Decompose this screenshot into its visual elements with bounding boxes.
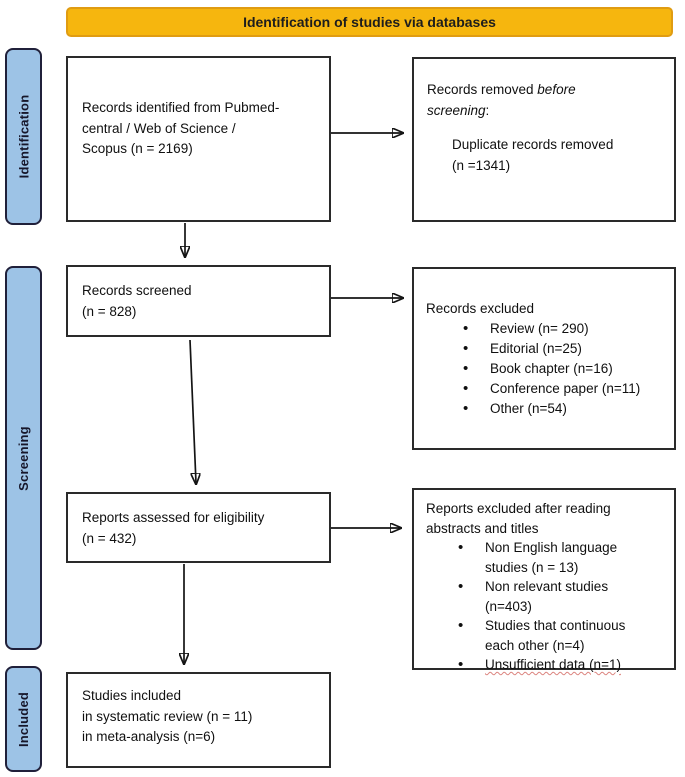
box-reports-assessed-text: Reports assessed for eligibility (n = 43… <box>82 510 265 546</box>
box-studies-included-text: Studies included in systematic review (n… <box>82 688 253 744</box>
list-item: Non English language studies (n = 13) <box>426 538 672 577</box>
box-records-removed-heading: Records removed before screening: <box>427 80 668 121</box>
list-item: Other (n=54) <box>426 399 670 419</box>
stage-identification: Identification <box>5 48 42 225</box>
list-item: Editorial (n=25) <box>426 339 670 359</box>
box-records-removed-before-screening: Records removed before screening: Duplic… <box>412 57 676 222</box>
banner-identification-via-databases: Identification of studies via databases <box>66 7 673 37</box>
box-records-identified: Records identified from Pubmed- central … <box>66 56 331 222</box>
duplicate-records-removed-text: Duplicate records removed (n =1341) <box>452 137 614 173</box>
records-excluded-list: Review (n= 290) Editorial (n=25) Book ch… <box>426 319 670 419</box>
stage-identification-label: Identification <box>16 94 32 179</box>
stage-included-label: Included <box>16 691 31 747</box>
removed-heading-italic: before screening <box>427 82 576 118</box>
arrow-screened-to-assessed <box>189 339 196 483</box>
list-item: Conference paper (n=11) <box>426 379 670 399</box>
box-records-excluded: Records excluded Review (n= 290) Editori… <box>412 267 676 450</box>
box-records-identified-text: Records identified from Pubmed- central … <box>82 100 280 156</box>
list-item: Non relevant studies (n=403) <box>426 577 672 616</box>
box-records-screened-text: Records screened (n = 828) <box>82 283 192 319</box>
box-reports-excluded-title: Reports excluded after reading abstracts… <box>426 501 611 536</box>
stage-screening-label: Screening <box>16 425 31 491</box>
stage-screening: Screening <box>5 266 42 650</box>
list-item: Unsufficient data (n=1) <box>426 655 672 675</box>
banner-title: Identification of studies via databases <box>243 14 496 30</box>
removed-heading-colon: : <box>485 102 490 118</box>
list-item: Book chapter (n=16) <box>426 359 670 379</box>
box-records-excluded-title: Records excluded <box>426 301 535 316</box>
removed-heading-prefix: Records removed <box>427 82 538 97</box>
list-item: Studies that continuous each other (n=4) <box>426 616 672 655</box>
reports-excluded-list: Non English language studies (n = 13) No… <box>426 538 672 675</box>
stage-included: Included <box>5 666 42 772</box>
box-records-screened: Records screened (n = 828) <box>66 265 331 337</box>
box-studies-included: Studies included in systematic review (n… <box>66 672 331 768</box>
list-item: Review (n= 290) <box>426 319 670 339</box>
box-reports-excluded: Reports excluded after reading abstracts… <box>412 488 676 674</box>
box-reports-assessed: Reports assessed for eligibility (n = 43… <box>66 492 331 563</box>
